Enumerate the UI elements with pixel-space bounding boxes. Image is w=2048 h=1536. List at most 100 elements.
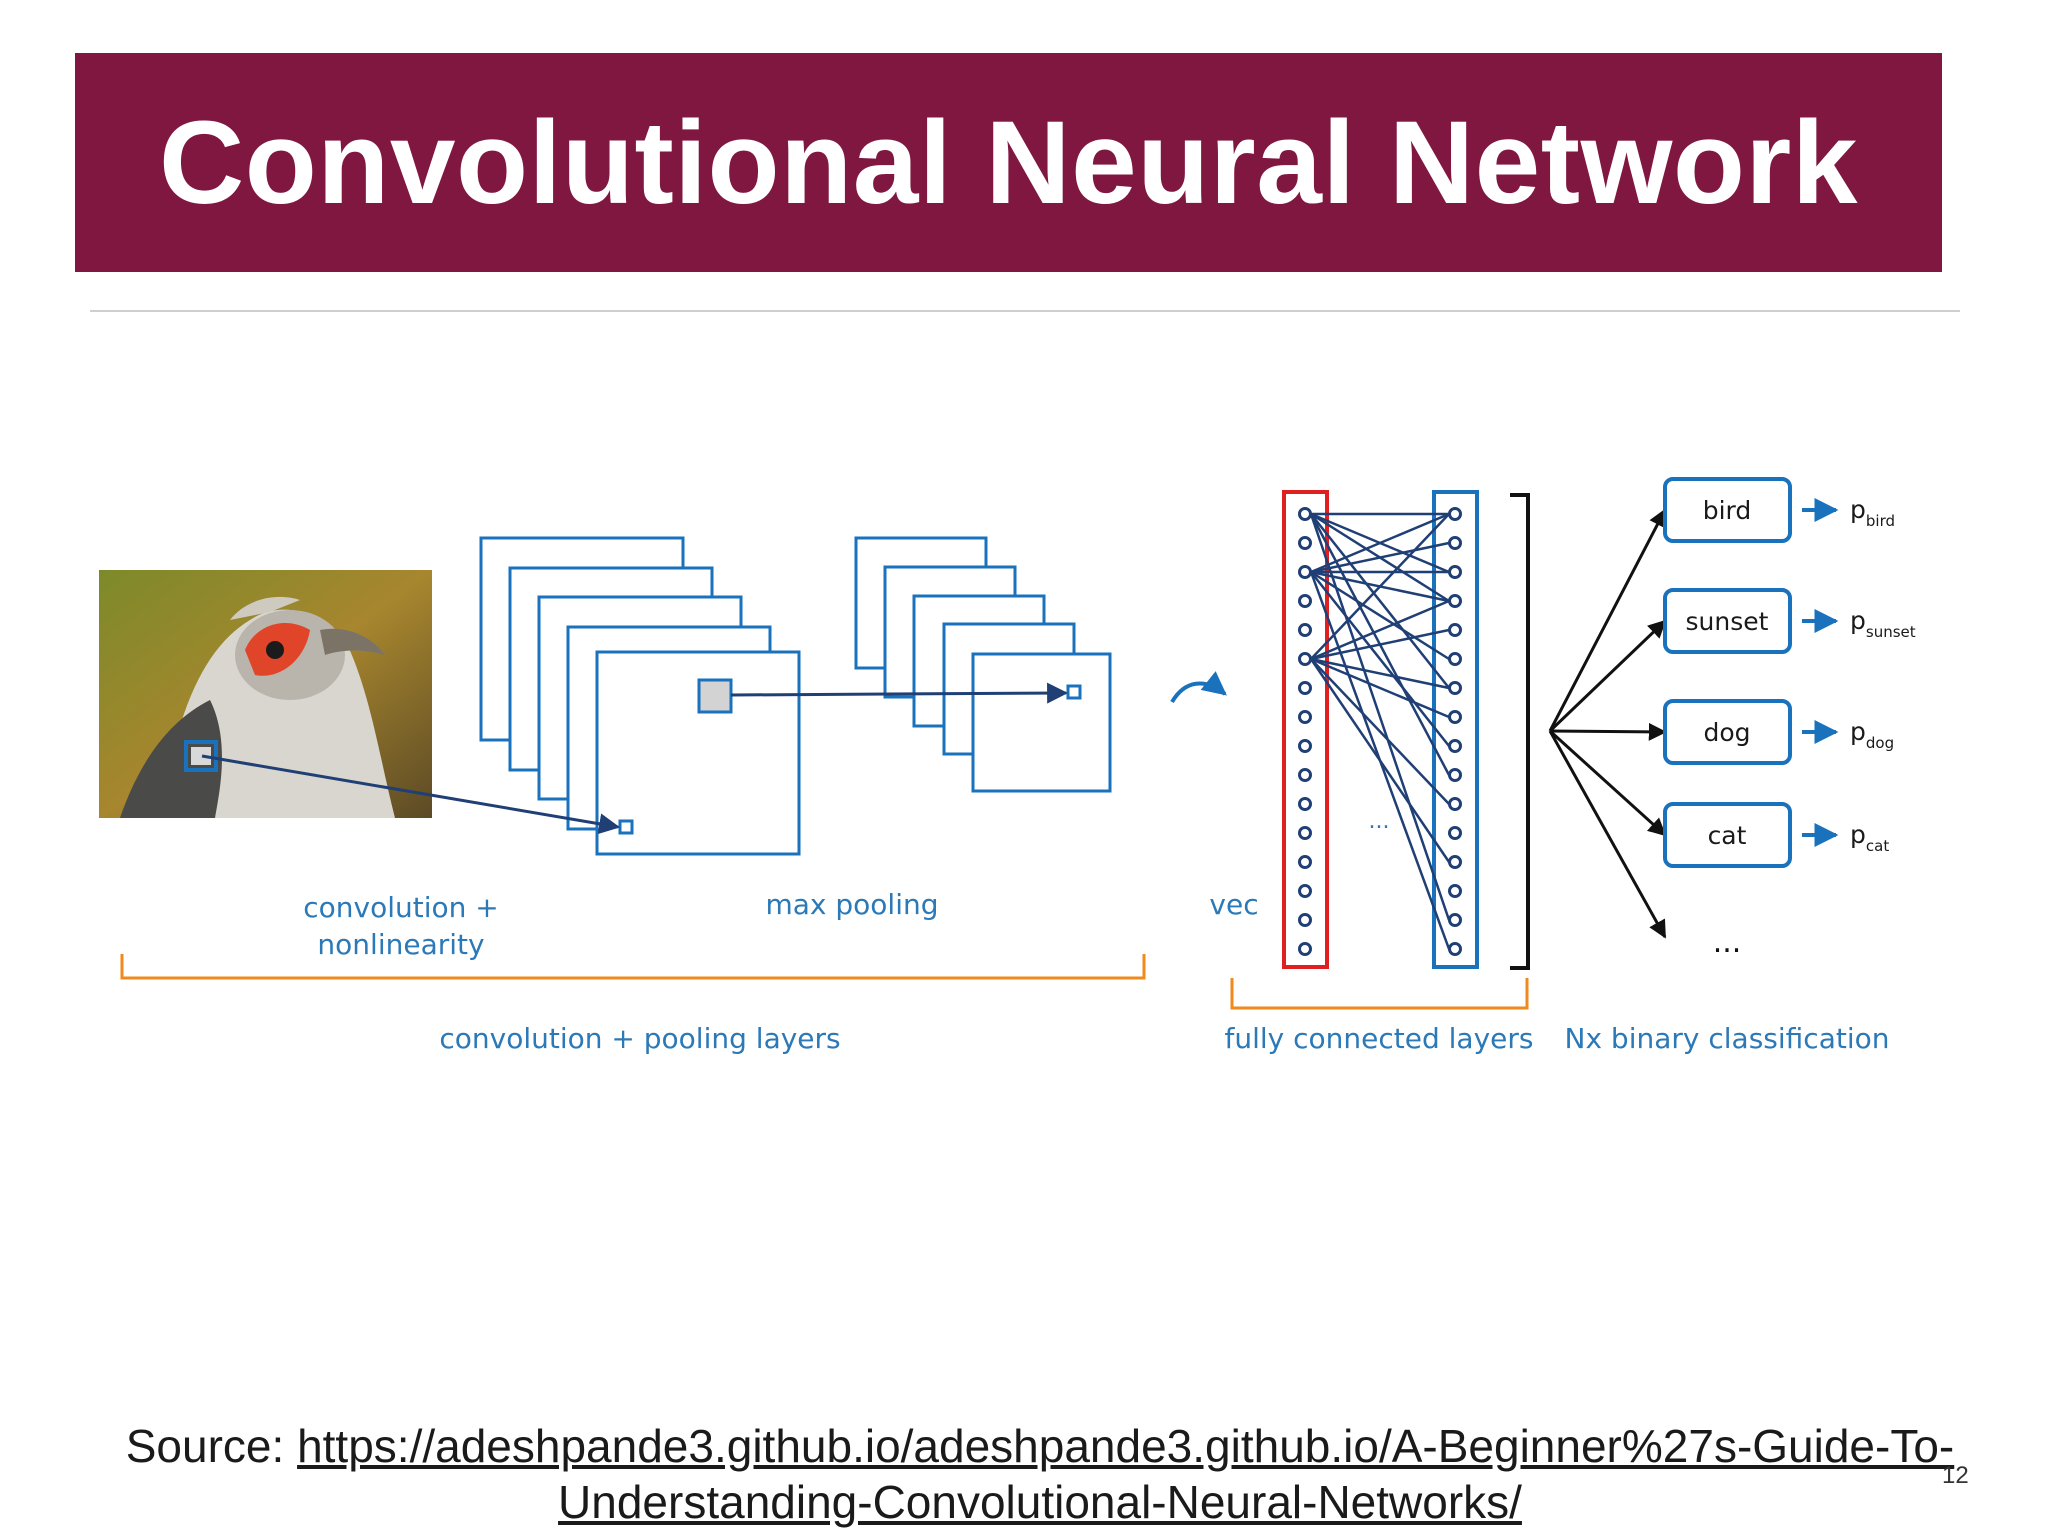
- source-link-line1[interactable]: https://adeshpande3.github.io/adeshpande…: [297, 1420, 1955, 1472]
- more-classes-ellipsis: ...: [1713, 925, 1742, 960]
- vec-layer-nodes: [1298, 507, 1312, 956]
- prob-subscript: sunset: [1866, 623, 1916, 641]
- title-banner: Convolutional Neural Network: [75, 53, 1942, 272]
- hidden-node: [1448, 797, 1462, 811]
- flatten-arrow: [1170, 671, 1227, 704]
- title-divider: [90, 310, 1960, 312]
- vec-node: [1298, 942, 1312, 956]
- hidden-node: [1448, 826, 1462, 840]
- vec-node: [1298, 826, 1312, 840]
- vec-node: [1298, 710, 1312, 724]
- vec-node: [1298, 913, 1312, 927]
- fc-bracket: [1230, 978, 1529, 1010]
- fc-connection-line: [1310, 599, 1450, 661]
- vec-label: vec: [1209, 888, 1258, 921]
- input-to-conv-arrow: [201, 754, 621, 835]
- vec-node: [1298, 565, 1312, 579]
- class-label: sunset: [1686, 607, 1769, 636]
- hidden-node: [1448, 884, 1462, 898]
- fc-connections: [1309, 512, 1451, 950]
- prob-subscript: bird: [1866, 512, 1895, 530]
- page-number: 12: [1942, 1462, 1969, 1489]
- hidden-node: [1448, 913, 1462, 927]
- class-box-outline: [1663, 588, 1792, 654]
- vec-node: [1298, 507, 1312, 521]
- conv-pool-layers-label: convolution + pooling layers: [439, 1022, 840, 1055]
- hidden-node: [1448, 536, 1462, 550]
- vec-node: [1298, 768, 1312, 782]
- source-prefix: Source:: [125, 1420, 285, 1472]
- conv-label-line1: convolution +: [303, 891, 499, 924]
- fc-connection-line: [1310, 570, 1450, 661]
- fc-connection-line: [1310, 628, 1450, 661]
- prob-label: pdog: [1850, 717, 1894, 752]
- prob-subscript: cat: [1866, 837, 1889, 855]
- fc-connection-line: [1310, 658, 1450, 805]
- prob-label: pbird: [1850, 495, 1895, 530]
- hidden-node: [1448, 681, 1462, 695]
- vec-node: [1298, 855, 1312, 869]
- fc-connection-line: [1310, 512, 1450, 574]
- hidden-layer-column: [1432, 490, 1479, 969]
- source-link-line2[interactable]: Understanding-Convolutional-Neural-Netwo…: [558, 1476, 1522, 1528]
- input-bird-image: [99, 570, 432, 818]
- hidden-node: [1448, 565, 1462, 579]
- source-citation: Source: https://adeshpande3.github.io/ad…: [60, 1418, 2020, 1530]
- hidden-node: [1448, 652, 1462, 666]
- prob-subscript: dog: [1866, 734, 1894, 752]
- fc-connection-line: [1310, 571, 1450, 747]
- vec-node: [1298, 681, 1312, 695]
- class-arrow: [1548, 729, 1667, 837]
- pooling-feature-maps: [854, 536, 1112, 793]
- hidden-layer-nodes: [1448, 507, 1462, 956]
- fc-connection-line: [1310, 541, 1450, 574]
- hidden-node: [1448, 739, 1462, 753]
- fc-connection-line: [1309, 658, 1451, 863]
- vec-node: [1298, 623, 1312, 637]
- fc-connection-line: [1310, 657, 1450, 690]
- vec-node: [1298, 536, 1312, 550]
- class-label: bird: [1703, 496, 1752, 525]
- fc-connection-line: [1310, 513, 1450, 689]
- class-box-outline: [1663, 477, 1792, 543]
- fc-connection-line: [1309, 513, 1451, 921]
- fc-connection-line: [1310, 513, 1450, 660]
- class-arrow: [1549, 722, 1667, 741]
- slide-title: Convolutional Neural Network: [159, 96, 1858, 229]
- hidden-node: [1448, 623, 1462, 637]
- conv-label-line2: nonlinearity: [317, 928, 484, 961]
- conv-highlight-box: [697, 678, 733, 714]
- hidden-node: [1448, 710, 1462, 724]
- receptive-field-box: [184, 740, 218, 772]
- classification-arrows: [1548, 508, 1667, 939]
- max-pooling-label: max pooling: [765, 888, 938, 921]
- vec-node: [1298, 797, 1312, 811]
- vec-node: [1298, 594, 1312, 608]
- class-arrow: [1548, 508, 1667, 732]
- hidden-node: [1448, 507, 1462, 521]
- fully-connected-label: fully connected layers: [1225, 1022, 1534, 1055]
- hidden-node: [1448, 768, 1462, 782]
- vec-node: [1298, 884, 1312, 898]
- vec-node: [1298, 652, 1312, 666]
- vec-layer-column: [1282, 490, 1329, 969]
- output-bracket: [1510, 493, 1530, 970]
- hidden-node: [1448, 855, 1462, 869]
- hidden-node: [1448, 594, 1462, 608]
- conv-pool-bracket: [120, 954, 1146, 980]
- conv-to-pool-arrow: [730, 682, 1069, 704]
- fc-ellipsis: ...: [1369, 809, 1390, 834]
- class-box-outline: [1663, 802, 1792, 868]
- hidden-node: [1448, 942, 1462, 956]
- prob-label: psunset: [1850, 606, 1916, 641]
- vec-node: [1298, 739, 1312, 753]
- class-label: cat: [1708, 821, 1747, 850]
- class-label: dog: [1703, 718, 1750, 747]
- class-box-outline: [1663, 699, 1792, 765]
